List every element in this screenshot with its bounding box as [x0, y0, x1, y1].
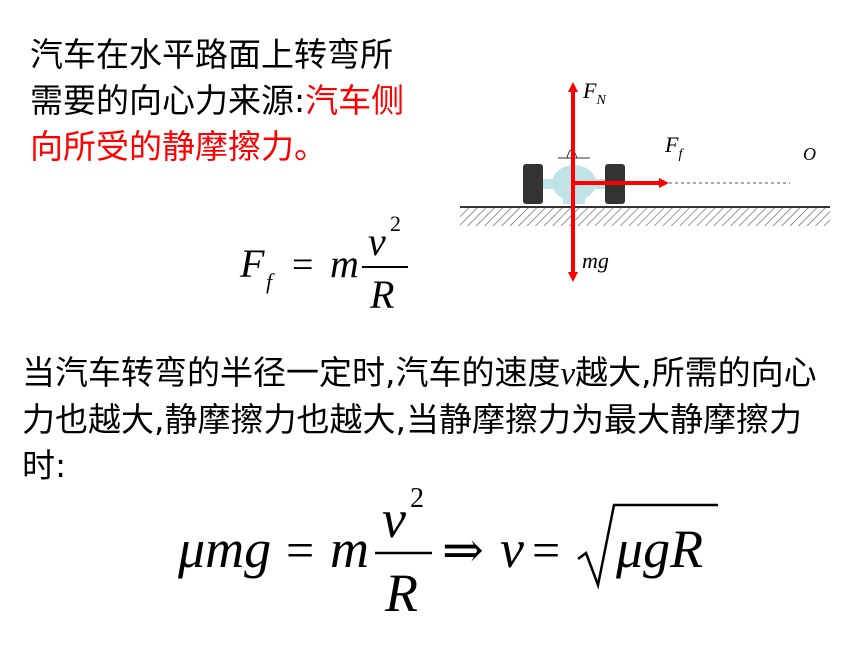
f1-num: v	[368, 219, 386, 264]
intro-highlight-end: 向所受的静摩擦力。	[30, 127, 327, 166]
normal-force-label: FN	[582, 78, 606, 108]
f1-sup: 2	[390, 211, 401, 236]
explanation-part1: 当汽车转弯的半径一定时,汽车的速度	[22, 353, 561, 392]
f1-m: m	[330, 241, 359, 286]
formula-max-speed: μmg = m v 2 R ⇒ v = μgR	[177, 483, 718, 623]
f1-lhs: F	[239, 241, 265, 286]
ground	[460, 206, 830, 226]
f2-den: R	[384, 563, 418, 623]
center-label: O	[803, 144, 816, 164]
f1-lhs-sub: f	[266, 269, 275, 294]
f1-den: R	[369, 272, 394, 315]
f2-v: v	[500, 519, 524, 579]
f2-num: v	[382, 489, 406, 549]
intro-line2a: 需要的向心力来源:	[30, 81, 306, 120]
f2-lhs: μmg	[177, 519, 271, 579]
sqrt-icon	[577, 503, 718, 590]
f2-radicand: μgR	[615, 519, 703, 579]
explanation-text: 当汽车转弯的半径一定时,汽车的速度v越大,所需的向心力也越大,静摩擦力也越大,当…	[22, 350, 842, 489]
formula-friction: F f = m v 2 R	[239, 211, 408, 315]
f2-m: m	[330, 519, 369, 579]
f2-sup: 2	[410, 483, 424, 514]
f2-implies: ⇒	[442, 522, 484, 578]
friction-force-label: Ff	[664, 132, 684, 162]
explanation-part2: 越大,所需的向心力也越大,静摩擦力也越大,当静摩擦力为最大静摩擦力时:	[22, 353, 817, 485]
gravity-label: mg	[582, 248, 609, 273]
f2-equals2: =	[532, 522, 560, 578]
intro-text: 汽车在水平路面上转弯所 需要的向心力来源:汽车侧 向所受的静摩擦力。	[30, 32, 470, 170]
f2-equals1: =	[286, 522, 314, 578]
intro-line1: 汽车在水平路面上转弯所	[30, 35, 393, 74]
f1-equals: =	[292, 244, 313, 286]
explanation-v: v	[560, 356, 576, 392]
force-diagram: FN Ff O mg	[460, 78, 830, 282]
intro-highlight-start: 汽车侧	[305, 81, 405, 120]
